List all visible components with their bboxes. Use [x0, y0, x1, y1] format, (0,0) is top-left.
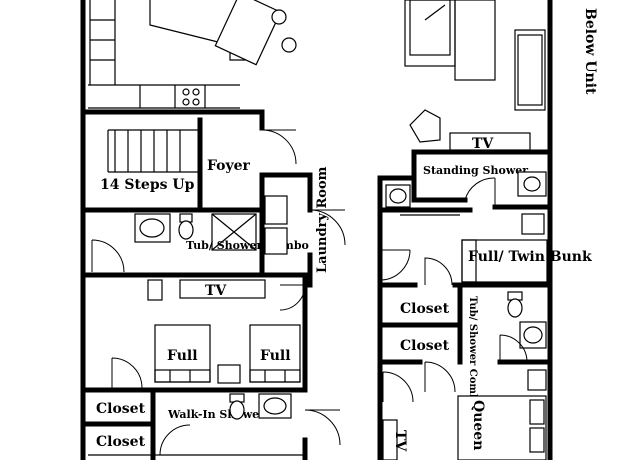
laundry-door[interactable] [309, 209, 346, 246]
closet-right-door[interactable] [424, 361, 456, 393]
below-unit-label: Below Unit [582, 8, 598, 95]
queen-room-door[interactable] [382, 371, 414, 403]
foyer-door[interactable] [261, 129, 297, 165]
living-room: TV [404, 0, 546, 152]
walk-in-shower-label: Walk-In Shower [167, 408, 265, 421]
walk-in-shower-door[interactable] [304, 409, 341, 446]
bathroom-left: Tub/ Shower Combo [91, 213, 309, 273]
queen-label: Queen [470, 400, 486, 450]
tub-combo-right-label: Tub/ Shower Combo [467, 296, 478, 408]
closet-right-1-label: Closet [400, 301, 450, 317]
sofa-2 [514, 29, 546, 111]
full-twin-bunk-label: Full/ Twin Bunk [468, 249, 592, 265]
armchair [409, 109, 441, 143]
bathroom-left-door[interactable] [91, 239, 125, 273]
bathroom-right: Tub/ Shower Combo [424, 291, 547, 408]
bunk-room-door-2[interactable] [424, 257, 453, 286]
tv-bottom-label: TV [392, 430, 408, 452]
tub-combo-left-label: Tub/ Shower Combo [186, 239, 309, 252]
plant-icon [271, 9, 287, 25]
full-left-label: Full [167, 348, 198, 364]
closet-right-2-label: Closet [400, 338, 450, 354]
bunk-room: Full/ Twin Bunk [379, 213, 592, 286]
tv-right-label: TV [472, 136, 494, 152]
walk-in-shower: Walk-In Shower [159, 393, 341, 456]
kitchen-counter [88, 0, 297, 109]
queen-room: Queen TV [382, 369, 547, 460]
full-right-label: Full [260, 348, 291, 364]
stairs-label: 14 Steps Up [100, 177, 195, 193]
stairs: 14 Steps Up [100, 129, 200, 193]
right-unit [377, 0, 553, 460]
laundry-label: Laundry Room [315, 166, 330, 273]
closet-left-2-label: Closet [96, 434, 146, 450]
bed-full-left [154, 324, 211, 383]
closet-left-1-label: Closet [96, 401, 146, 417]
bedroom-left-door[interactable] [279, 284, 306, 311]
sofa [404, 0, 456, 67]
left-unit [80, 0, 313, 460]
laundry-room: Laundry Room [264, 166, 346, 273]
bathroom-right-door[interactable] [499, 334, 528, 363]
plant-icon [281, 37, 297, 53]
bedroom-left: TV Full Full [111, 279, 306, 389]
standing-shower-label: Standing Shower [423, 164, 528, 177]
tv-left-label: TV [205, 283, 227, 299]
standing-shower: Standing Shower [385, 164, 547, 208]
bunk-room-door[interactable] [379, 249, 411, 281]
standing-shower-door[interactable] [464, 177, 496, 207]
bedroom-left-door-2[interactable] [111, 357, 143, 389]
foyer-label: Foyer [207, 158, 251, 174]
bed-full-right [249, 324, 301, 383]
